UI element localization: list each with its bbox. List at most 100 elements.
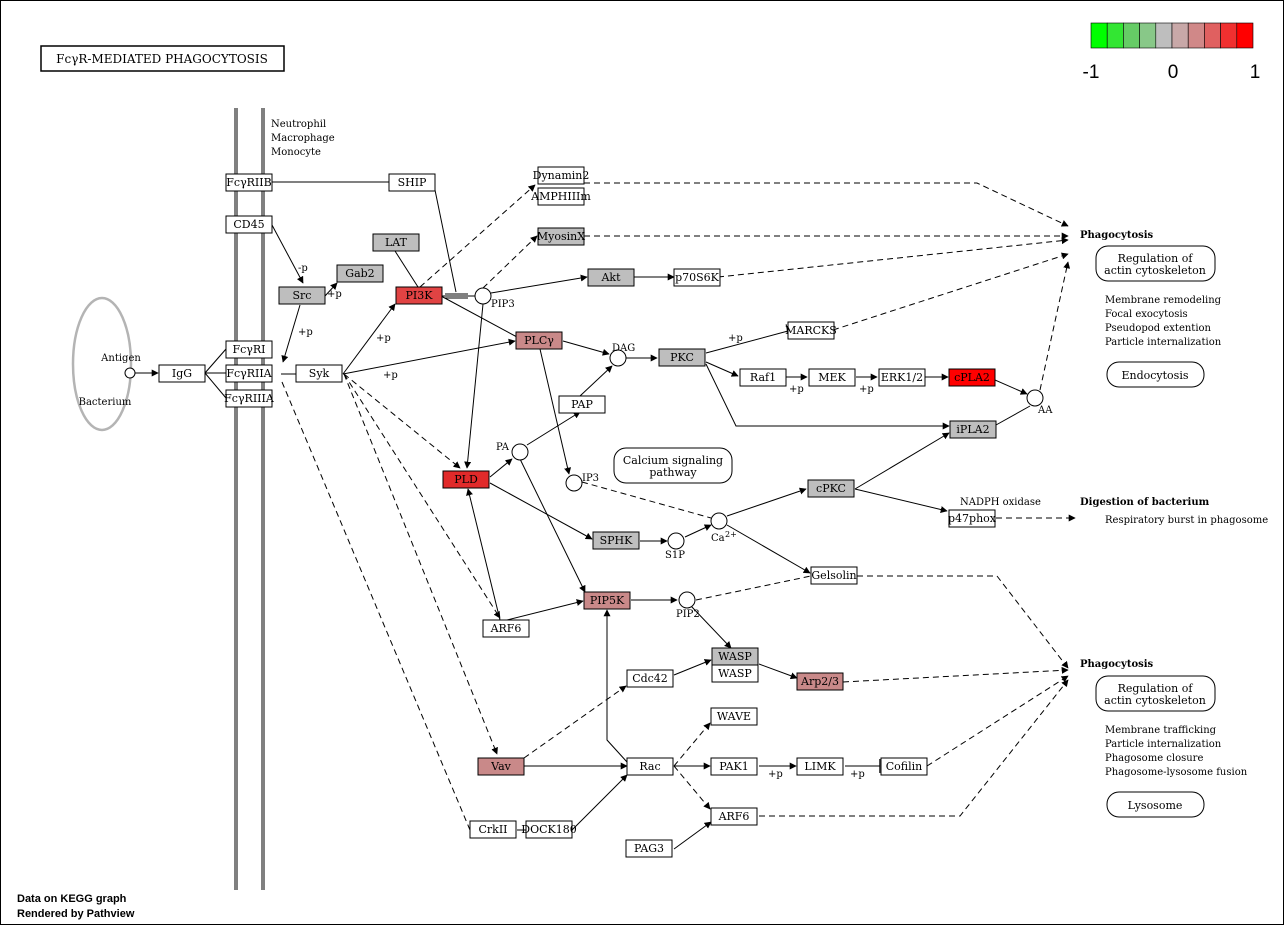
node-fcyriib[interactable]: FcγRIIB	[225, 173, 273, 192]
node-syk[interactable]: Syk	[295, 364, 343, 383]
node-erk12[interactable]: ERK1/2	[878, 368, 926, 387]
svg-text:PLCγ: PLCγ	[524, 334, 554, 347]
svg-text:cPLA2: cPLA2	[954, 371, 990, 384]
node-pld[interactable]: PLD	[442, 470, 490, 489]
label-ca-charge: 2+	[725, 530, 737, 539]
node-cofilin[interactable]: Cofilin	[880, 757, 928, 776]
node-cpla2[interactable]: cPLA2	[948, 368, 996, 387]
pathway-indirect-edges	[281, 182, 1076, 831]
legend-cell	[1236, 22, 1254, 49]
svg-text:PLD: PLD	[454, 473, 478, 486]
node-cdc42[interactable]: Cdc42	[626, 669, 674, 688]
node-fcyriia[interactable]: FcγRIIA	[225, 364, 273, 383]
node-cpkc[interactable]: cPKC	[807, 479, 855, 498]
svg-text:Endocytosis: Endocytosis	[1121, 369, 1188, 382]
node-ship[interactable]: SHIP	[388, 173, 436, 192]
label-pip2: PIP2	[676, 609, 700, 620]
footer: Data on KEGG graph Rendered by Pathview	[17, 893, 135, 920]
svg-text:CD45: CD45	[233, 218, 264, 231]
node-mek[interactable]: MEK	[808, 368, 856, 387]
node-igg[interactable]: IgG	[158, 364, 206, 383]
node-dock180[interactable]: DOCK180	[521, 820, 577, 839]
node-pip5k[interactable]: PIP5K	[583, 591, 631, 610]
node-arp23[interactable]: Arp2/3	[796, 672, 844, 691]
node-p47phox[interactable]: p47phox	[948, 509, 997, 528]
node-raf1[interactable]: Raf1	[739, 368, 787, 387]
node-wasp-white[interactable]: WASP	[711, 664, 759, 683]
node-plcg[interactable]: PLCγ	[515, 331, 563, 350]
node-cd45[interactable]: CD45	[225, 215, 273, 234]
node-vav[interactable]: Vav	[477, 757, 525, 776]
svg-text:Rac: Rac	[639, 760, 660, 773]
svg-text:PI3K: PI3K	[406, 289, 434, 302]
node-limk[interactable]: LIMK	[796, 757, 844, 776]
compound-circles	[474, 287, 1044, 609]
svg-text:PIP5K: PIP5K	[590, 594, 625, 607]
legend-min-label: -1	[1083, 62, 1100, 83]
compound-ip3	[565, 474, 583, 492]
node-akt[interactable]: Akt	[587, 268, 635, 287]
node-gelsolin[interactable]: Gelsolin	[810, 566, 858, 585]
node-rac[interactable]: Rac	[626, 757, 674, 776]
outcome-item: Phagosome-lysosome fusion	[1105, 767, 1248, 778]
node-sphk[interactable]: SPHK	[592, 531, 640, 550]
svg-text:FcγRIIA: FcγRIIA	[226, 367, 272, 380]
node-arf6-upper[interactable]: ARF6	[482, 619, 530, 638]
node-pap[interactable]: PAP	[558, 395, 606, 414]
dephospho-label: -p	[298, 263, 308, 274]
node-src[interactable]: Src	[278, 286, 326, 305]
label-pip3: PIP3	[491, 299, 515, 310]
node-pak1[interactable]: PAK1	[710, 757, 758, 776]
node-lat[interactable]: LAT	[372, 233, 420, 252]
bacterium-label: Bacterium	[79, 397, 132, 408]
map-endocytosis[interactable]: Endocytosis	[1106, 361, 1205, 388]
node-pi3k[interactable]: PI3K	[395, 286, 443, 305]
node-wave[interactable]: WAVE	[710, 707, 758, 726]
map-calcium-signaling[interactable]: Calcium signaling pathway	[613, 447, 733, 484]
node-crkii[interactable]: CrkII	[469, 820, 517, 839]
svg-text:PKC: PKC	[670, 351, 694, 364]
phospho-label: +p	[298, 327, 313, 338]
phospho-label: +p	[383, 370, 398, 381]
pathway-edges	[135, 181, 1031, 850]
svg-text:ARF6: ARF6	[490, 622, 522, 635]
node-arf6-lower[interactable]: ARF6	[710, 807, 758, 826]
cell-type-monocyte: Monocyte	[271, 147, 321, 158]
map-regulation-actin-bottom[interactable]: Regulation of actin cytoskeleton	[1095, 675, 1216, 712]
node-pag3[interactable]: PAG3	[625, 839, 673, 858]
compound-aa	[1026, 389, 1044, 407]
map-regulation-actin-top[interactable]: Regulation of actin cytoskeleton	[1095, 245, 1216, 282]
node-gab2[interactable]: Gab2	[336, 264, 384, 283]
compound-ca	[710, 512, 728, 530]
phospho-label: +p	[789, 384, 804, 395]
cell-membrane	[234, 108, 265, 890]
legend-cell	[1139, 22, 1157, 49]
node-ipla2[interactable]: iPLA2	[949, 420, 997, 439]
phospho-label: +p	[768, 769, 783, 780]
node-wasp-gray[interactable]: WASP	[711, 647, 759, 666]
color-legend: -1 0 1	[1083, 22, 1260, 83]
title-text: FcγR-MEDIATED PHAGOCYTOSIS	[56, 52, 268, 66]
nadph-oxidase-label: NADPH oxidase	[960, 497, 1041, 508]
svg-text:Lysosome: Lysosome	[1128, 799, 1183, 812]
svg-text:MEK: MEK	[818, 371, 846, 384]
node-fcyri[interactable]: FcγRI	[225, 340, 273, 359]
node-myosinx[interactable]: MyosinX	[537, 227, 585, 246]
cell-type-list: Neutrophil Macrophage Monocyte	[271, 119, 335, 158]
node-p70s6k[interactable]: p70S6K	[673, 268, 721, 287]
svg-text:Vav: Vav	[490, 760, 511, 773]
map-lysosome[interactable]: Lysosome	[1106, 791, 1205, 818]
node-amphiiim[interactable]: AMPHIIIm	[530, 187, 591, 206]
svg-text:Gab2: Gab2	[345, 267, 374, 280]
svg-text:Syk: Syk	[309, 367, 330, 380]
svg-text:actin cytoskeleton: actin cytoskeleton	[1104, 264, 1206, 277]
node-fcyriiia[interactable]: FcγRIIIA	[224, 389, 275, 408]
node-dynamin2[interactable]: Dynamin2	[533, 166, 590, 185]
outcome-item: Membrane trafficking	[1105, 725, 1217, 736]
svg-text:actin cytoskeleton: actin cytoskeleton	[1104, 694, 1206, 707]
svg-text:ARF6: ARF6	[718, 810, 750, 823]
node-pkc[interactable]: PKC	[658, 348, 706, 367]
node-marcks[interactable]: MARCKS	[785, 321, 837, 340]
svg-text:AMPHIIIm: AMPHIIIm	[530, 190, 591, 203]
